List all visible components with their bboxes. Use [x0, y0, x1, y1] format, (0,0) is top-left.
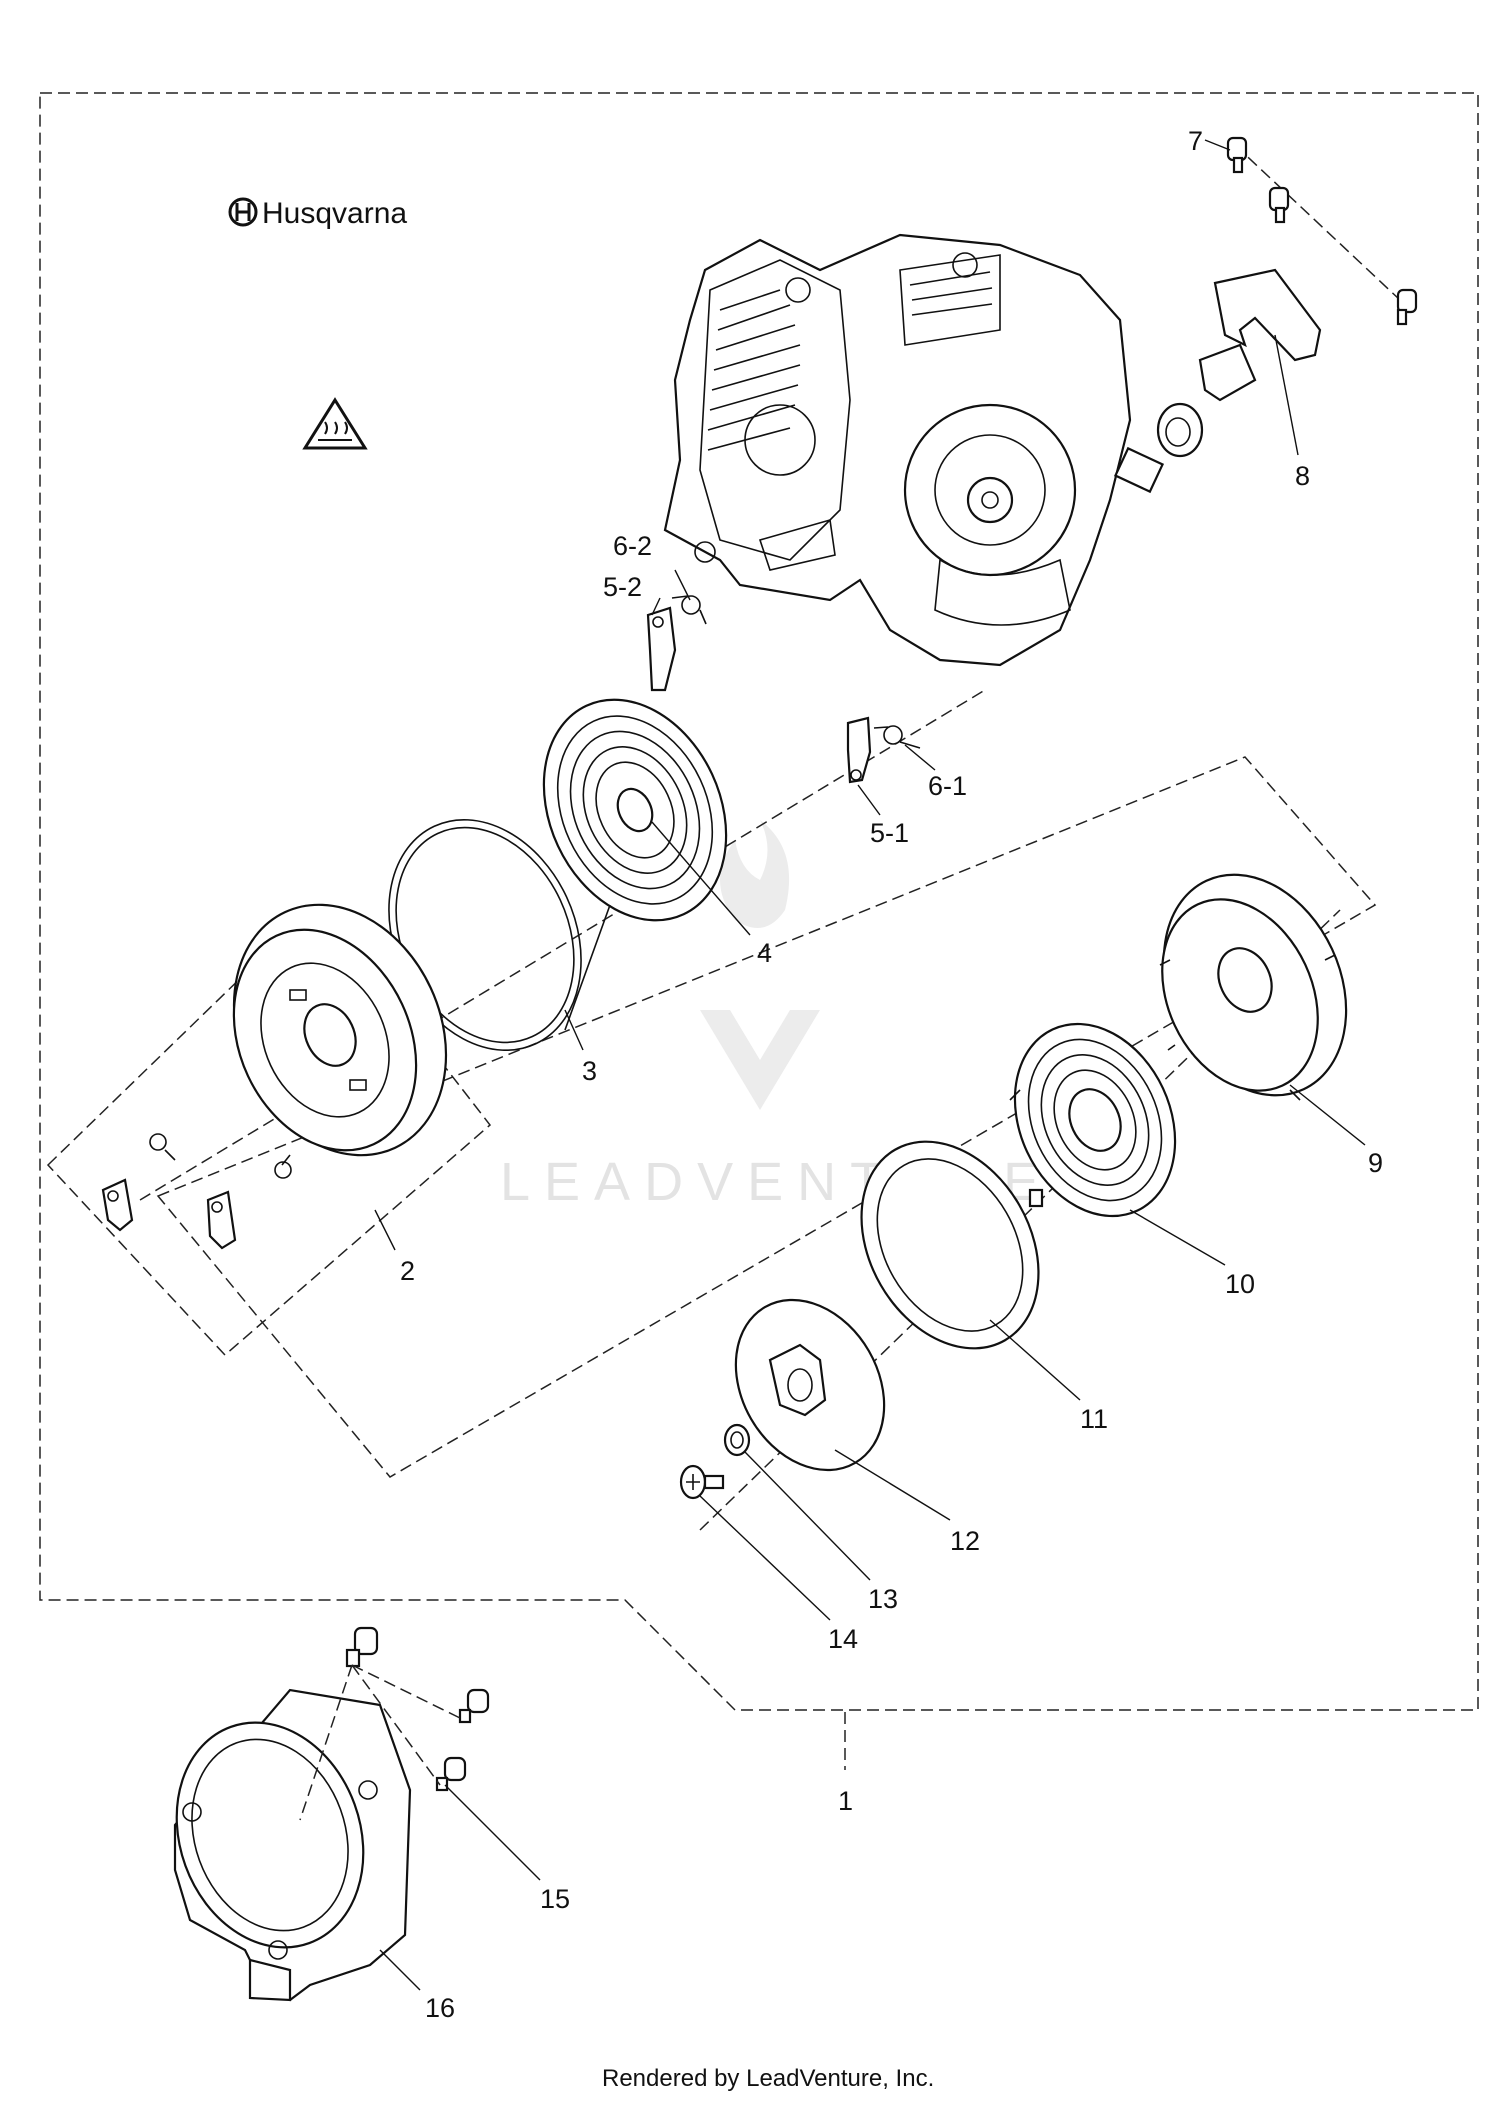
- part-2-spring-left: [149, 1133, 176, 1161]
- label-7: 8: [1295, 461, 1310, 491]
- starter-housing: [663, 233, 1165, 667]
- part-15-bolts: [299, 1626, 490, 1821]
- label-12: 12: [950, 1526, 980, 1556]
- axis-line-bolts-8: [1234, 144, 1401, 301]
- footer-credit: Rendered by LeadVenture, Inc.: [602, 2065, 934, 2092]
- label-9: 9: [1368, 1148, 1383, 1178]
- label-11: 11: [1080, 1404, 1108, 1434]
- label-6-2: 6-2: [613, 531, 652, 561]
- part-6-2-spring: [671, 595, 707, 625]
- assembly-1-boundary: [39, 92, 1479, 1711]
- label-1: 1: [838, 1786, 853, 1816]
- part-labels: 7 8 6-2 5-2 6-1 5-1 4 3 2 9 10 11 12 13 …: [400, 126, 1383, 2023]
- part-14-screw: [679, 1464, 725, 1500]
- part-2-pawl-center: [206, 1190, 237, 1250]
- label-2: 2: [400, 1256, 415, 1286]
- husqvarna-logo: Husqvarna: [228, 197, 407, 230]
- part-9-spring-case: [1159, 873, 1348, 1101]
- part-16-fan-housing: [173, 1688, 412, 2002]
- assembly-9-14-boundary: [156, 756, 1377, 1478]
- label-5-1: 5-1: [870, 818, 909, 848]
- label-14: 14: [828, 1624, 858, 1654]
- label-6-1: 6-1: [928, 771, 967, 801]
- part-7-handle: [1156, 268, 1322, 458]
- part-2-pawl-left: [101, 1178, 134, 1232]
- label-16: 16: [425, 1993, 455, 2023]
- part-2-pulley: [232, 903, 448, 1157]
- hot-surface-warning-icon: [302, 397, 368, 450]
- label-13: 13: [868, 1584, 898, 1614]
- label-4: 4: [757, 938, 772, 968]
- part-5-1-pawl: [846, 716, 872, 784]
- part-10-mainspring: [1009, 1022, 1177, 1218]
- label-3: 3: [582, 1056, 597, 1086]
- assembly-2-boundary: [46, 901, 492, 1357]
- label-5-2: 5-2: [603, 572, 642, 602]
- part-5-2-pawl: [646, 606, 677, 692]
- part-6-1-spring: [873, 725, 921, 749]
- part-4-spiral-spring: [542, 698, 728, 922]
- label-10: 10: [1225, 1269, 1255, 1299]
- label-8: 7: [1188, 126, 1203, 156]
- part-13-washer: [723, 1423, 751, 1457]
- label-15: 15: [540, 1884, 570, 1914]
- part-2-spring-right: [274, 1154, 292, 1179]
- leader-lines: [374, 139, 1366, 1991]
- brand-name: Husqvarna: [262, 197, 407, 230]
- part-12-ratchet: [734, 1298, 886, 1472]
